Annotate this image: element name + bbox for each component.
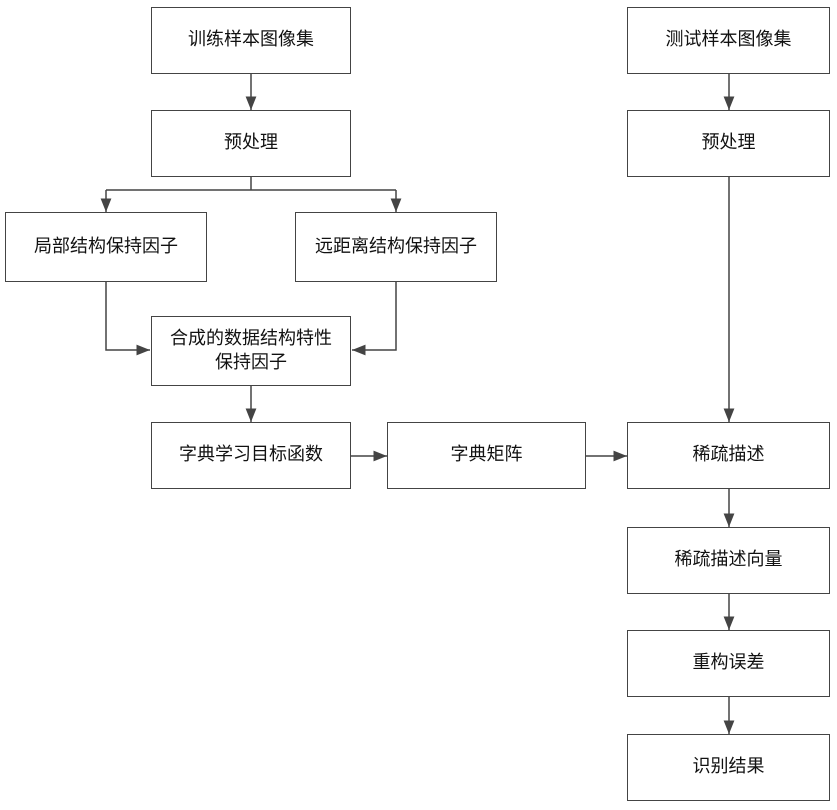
node-dictionary: 字典矩阵 bbox=[387, 422, 586, 489]
node-objective: 字典学习目标函数 bbox=[151, 422, 351, 489]
node-sparse-desc: 稀疏描述 bbox=[627, 422, 830, 489]
node-result: 识别结果 bbox=[627, 734, 830, 801]
node-combined-factor: 合成的数据结构特性 保持因子 bbox=[151, 316, 351, 386]
arrow-local-to-combined bbox=[106, 282, 150, 350]
node-distant-factor: 远距离结构保持因子 bbox=[295, 212, 497, 282]
node-preprocess-test: 预处理 bbox=[627, 110, 830, 177]
node-local-factor: 局部结构保持因子 bbox=[5, 212, 207, 282]
node-preprocess-train: 预处理 bbox=[151, 110, 351, 177]
node-sparse-vector: 稀疏描述向量 bbox=[627, 527, 830, 594]
arrow-distant-to-combined bbox=[352, 282, 396, 350]
node-recon-error: 重构误差 bbox=[627, 630, 830, 697]
node-train-set: 训练样本图像集 bbox=[151, 7, 351, 74]
node-test-set: 测试样本图像集 bbox=[627, 7, 830, 74]
